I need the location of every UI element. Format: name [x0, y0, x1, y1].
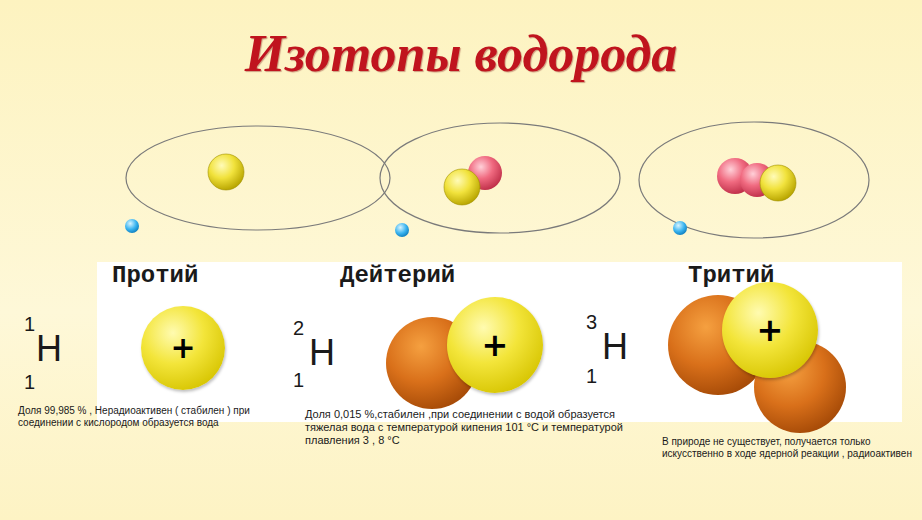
atomic-number: 1 — [293, 368, 304, 392]
proton-sphere: + — [141, 306, 225, 390]
mass-number: 2 — [293, 316, 304, 340]
charge-sign: + — [170, 333, 195, 363]
atomic-number: 1 — [586, 364, 597, 388]
isotope-name: Тритий — [688, 262, 774, 291]
charge-sign: + — [757, 314, 784, 346]
proton-sphere: + — [447, 297, 543, 393]
element-symbol: H — [309, 331, 335, 374]
note-text: В природе не существует, получается толь… — [662, 436, 912, 460]
charge-sign: + — [482, 329, 509, 361]
mass-number: 1 — [24, 312, 35, 336]
title: Изотопы водорода — [0, 24, 922, 83]
isotope-name: Дейтерий — [340, 262, 455, 291]
element-symbol: H — [36, 327, 62, 370]
proton-sphere: + — [722, 282, 818, 378]
note-text: Доля 0,015 %,стабилен ,при соединении с … — [305, 408, 650, 448]
isotope-name: Протий — [112, 262, 198, 291]
mass-number: 3 — [586, 310, 597, 334]
note-text: Доля 99,985 % , Нерадиоактивен ( стабиле… — [18, 405, 258, 429]
atomic-number: 1 — [24, 370, 35, 394]
element-symbol: H — [602, 325, 628, 368]
